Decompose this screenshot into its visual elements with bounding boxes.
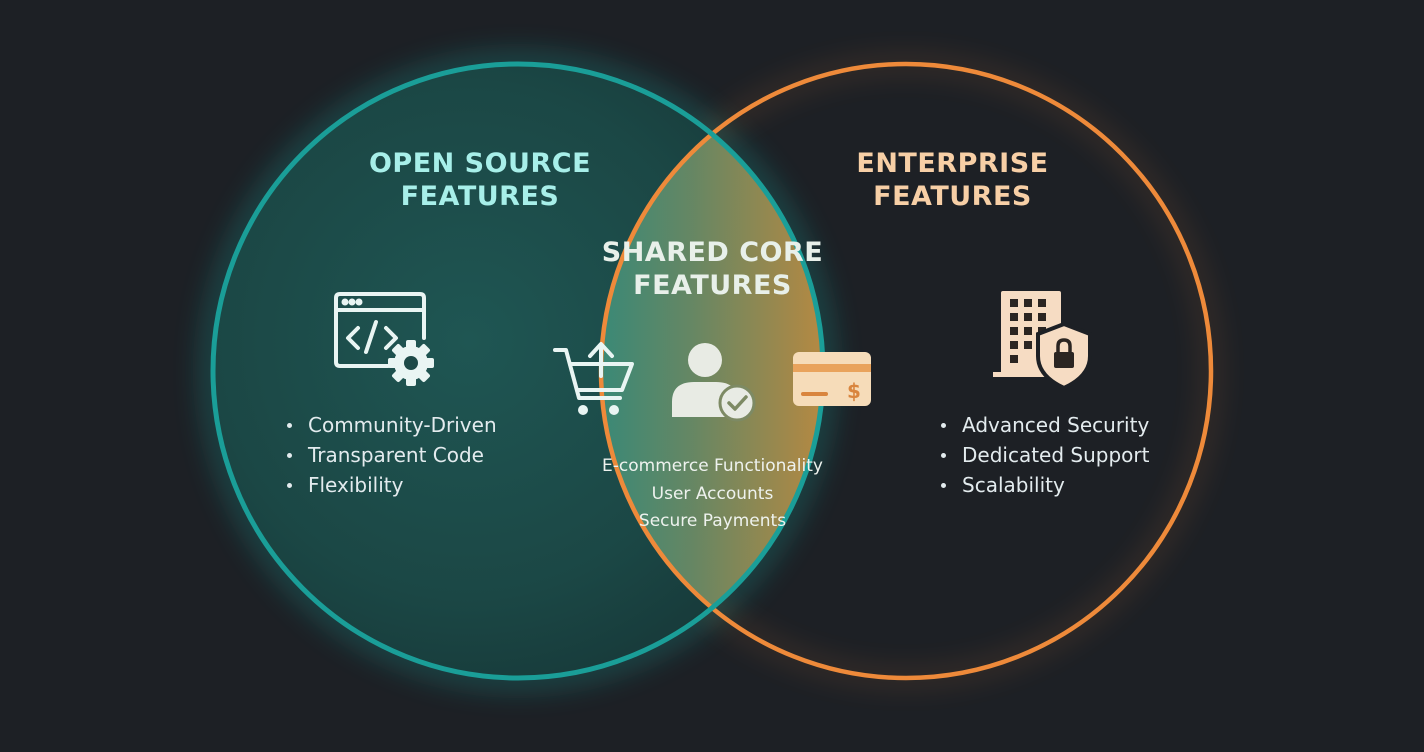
list-item: Flexibility — [286, 470, 497, 500]
enterprise-title: ENTERPRISE FEATURES — [856, 148, 1049, 212]
enterprise-list: Advanced Security Dedicated Support Scal… — [940, 410, 1149, 500]
code-window-gear-icon — [334, 292, 434, 386]
svg-text:$: $ — [847, 379, 861, 403]
shared-title: SHARED CORE FEATURES — [601, 237, 824, 301]
building-lock-shield-icon — [993, 291, 1092, 391]
credit-card-icon: $ — [793, 352, 871, 406]
list-item: Transparent Code — [286, 440, 497, 470]
list-item: Advanced Security — [940, 410, 1149, 440]
list-item: Secure Payments — [638, 511, 787, 531]
list-item: Scalability — [940, 470, 1149, 500]
user-check-icon — [672, 343, 756, 422]
open-source-title: OPEN SOURCE FEATURES — [368, 148, 592, 212]
list-item: User Accounts — [651, 483, 774, 504]
list-item: Dedicated Support — [940, 440, 1149, 470]
shared-lens — [601, 64, 823, 678]
list-item: Community-Driven — [286, 410, 497, 440]
list-item: E-commerce Functionality — [602, 456, 823, 476]
open-source-list: Community-Driven Transparent Code Flexib… — [286, 410, 497, 500]
shared-list: E-commerce Functionality User Accounts S… — [560, 453, 865, 536]
shopping-cart-upload-icon — [553, 342, 634, 415]
